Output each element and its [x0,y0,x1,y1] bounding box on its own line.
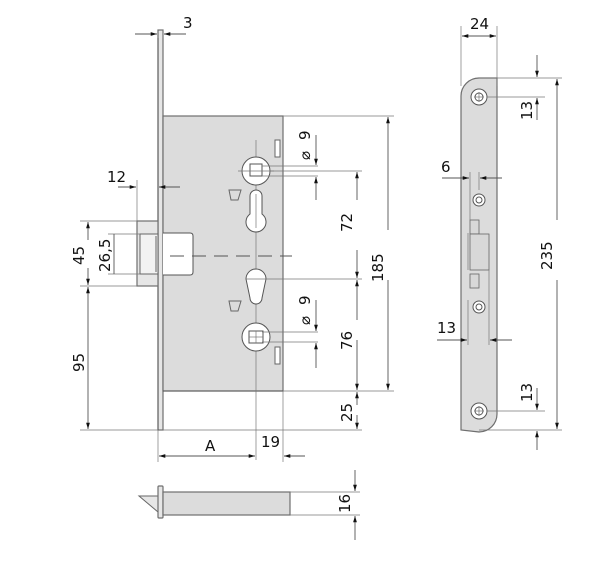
dim-overall-length: 235 [538,241,556,270]
bottom-case [162,491,291,516]
clip-bottom-icon [274,346,281,365]
dim-backset: A [205,437,216,455]
dim-top-hole-offset: 13 [518,101,536,120]
dim-square-top: 9 [296,130,314,140]
diameter-symbol-bottom-icon: ⌀ [296,316,314,325]
dim-strike-offset-bottom: 13 [437,319,456,337]
dim-cylinder-to-square: 76 [338,331,356,350]
dim-bottom-hole-offset: 13 [518,383,536,402]
screw-upper-icon [472,193,486,207]
bracket-symbol-bottom-icon [228,300,242,312]
dim-case-depth: 16 [336,494,354,513]
dim-latch-projection: 12 [107,168,126,186]
dim-faceplate-height: 45 [70,246,88,265]
latch-window [469,233,490,271]
dim-square-to-bottom: 25 [338,403,356,422]
bottom-view: 16 [137,470,360,540]
dim-faceplate-thickness: 3 [183,14,193,32]
clip-top-icon [274,139,281,158]
screw-lower-icon [472,300,486,314]
deadlatch-opening [469,273,480,289]
dim-square-bottom: 9 [296,295,314,305]
latch-bolt [139,233,159,275]
diameter-symbol-top-icon: ⌀ [296,151,314,160]
faceplate-strip [157,29,164,431]
screw-top-icon [470,88,488,106]
faceplate-view: 24 13 235 6 13 13 [437,15,562,450]
dim-square-to-cylinder: 72 [338,213,356,232]
screw-bottom-icon [470,402,488,420]
dim-case-height: 185 [369,253,387,282]
front-view: 3 12 45 26,5 95 A 19 9 ⌀ [70,14,394,462]
dim-cylinder-offset: 19 [261,433,280,451]
latch-bevel [137,495,160,513]
bottom-faceplate [157,485,164,519]
top-follower-square-icon [249,163,263,177]
latch-tongue [163,232,194,276]
dim-latch-height: 26,5 [96,239,114,272]
latch-opening [469,219,480,235]
dim-bottom-to-latch: 95 [70,353,88,372]
dim-strike-offset-top: 6 [441,158,451,176]
dim-faceplate-width: 24 [470,15,489,33]
bracket-symbol-top-icon [228,189,242,201]
